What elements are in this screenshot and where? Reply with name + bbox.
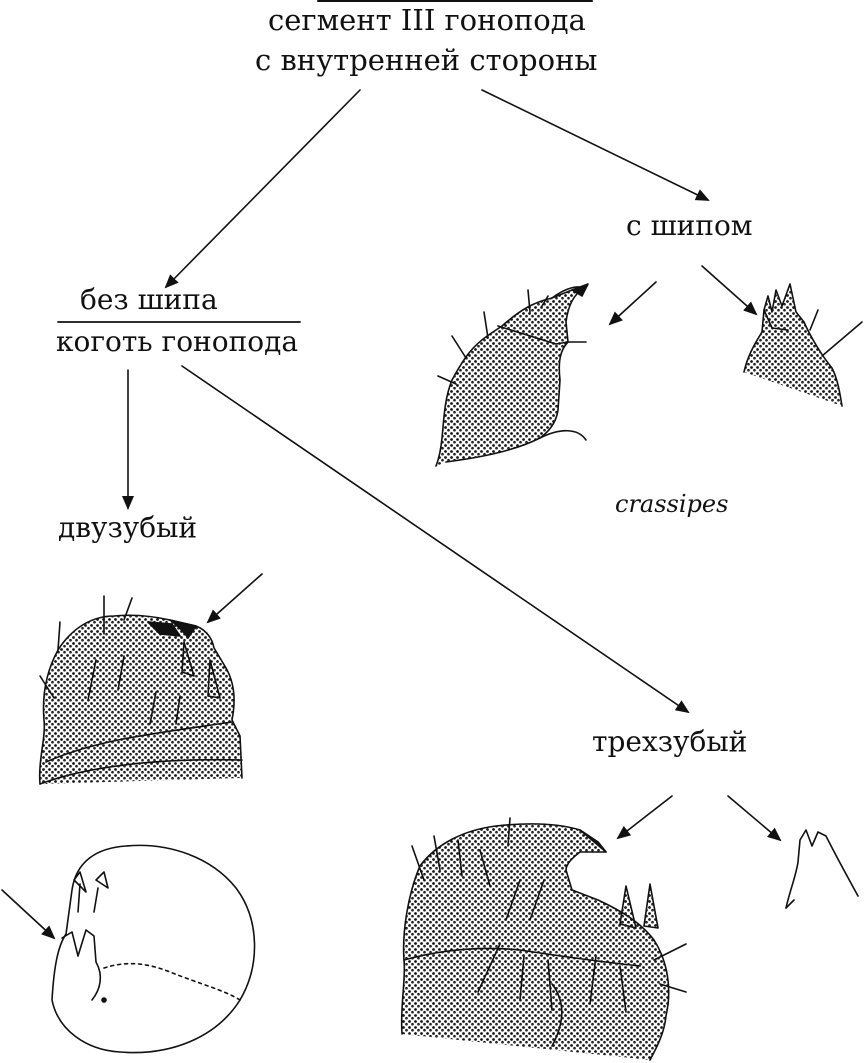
gonopod-bidentate-lower-drawing: [51, 844, 256, 1054]
gonopod-bidentate-drawing: [38, 595, 243, 785]
pointer-arrow-tridentate-right: [727, 795, 782, 842]
arrow-root-to-without-spine: [164, 89, 361, 289]
label-claw: коготь гонопода: [56, 325, 299, 358]
label-with-spine: с шипом: [626, 209, 753, 242]
pointer-arrow-bidentate: [206, 573, 263, 624]
pointer-arrow-bidentate-lower: [1, 889, 56, 940]
label-bidentate: двузубый: [58, 511, 198, 544]
label-without-spine: без шипа: [80, 283, 218, 316]
arrow-root-to-with-spine: [481, 89, 710, 201]
gonopod-crassipes-drawing: [435, 283, 589, 467]
label-tridentate: трехзубый: [592, 725, 748, 758]
arrow-claw-to-tridentate: [181, 365, 690, 714]
gonopod-tridentate-drawing: [400, 817, 687, 1061]
pointer-arrow-spine-right: [701, 265, 758, 316]
gonopod-spine-detail-drawing: [743, 283, 863, 407]
pointer-arrow-tridentate-left: [616, 795, 673, 840]
root-label-line2: с внутренней стороны: [255, 43, 598, 77]
root-label-line1: сегмент III гонопода: [268, 3, 586, 37]
pointer-arrow-spine-left: [608, 281, 657, 326]
gonopod-tridentate-detail-drawing: [785, 829, 859, 909]
species-crassipes: crassipes: [615, 490, 729, 518]
